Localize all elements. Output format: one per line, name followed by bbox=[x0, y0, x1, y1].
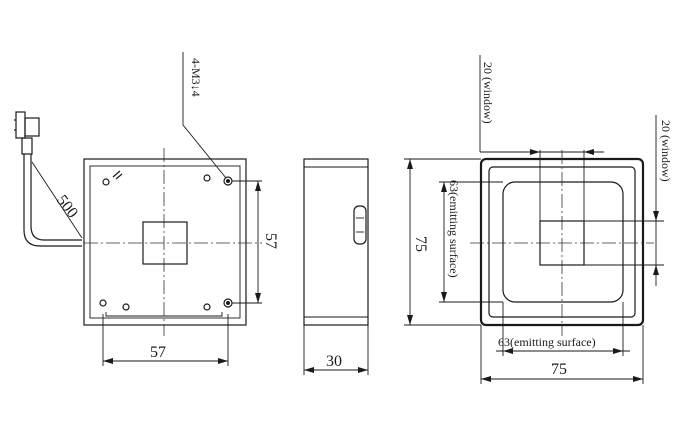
side-depth-label: 30 bbox=[326, 353, 342, 370]
front-window bbox=[142, 221, 188, 265]
emitting-window bbox=[539, 220, 585, 266]
right-height-label: 75 bbox=[412, 236, 429, 252]
side-body bbox=[303, 158, 369, 326]
cable-length-leader bbox=[31, 161, 83, 239]
hole-spec-leader bbox=[182, 52, 227, 179]
front-width-label: 57 bbox=[150, 344, 166, 361]
emit-vertical-label: 63(emitting surface) bbox=[447, 180, 461, 278]
window-right-label: 20 (window) bbox=[659, 120, 673, 182]
emitting-view: 75 63(emitting surface) 63(emitting surf… bbox=[404, 55, 673, 384]
side-view: 30 bbox=[303, 158, 369, 375]
emit-horizontal-label: 63(emitting surface) bbox=[498, 335, 596, 349]
cable bbox=[23, 154, 82, 247]
side-cable-gland bbox=[353, 205, 367, 245]
screw-holes bbox=[99, 174, 233, 311]
front-view: 500 4-M3↓4 bbox=[14, 52, 279, 366]
right-width-label: 75 bbox=[551, 361, 567, 378]
hole-spec-label: 4-M3↓4 bbox=[189, 58, 203, 97]
window-top-label: 20 (window) bbox=[481, 62, 495, 124]
emitting-surface bbox=[502, 181, 624, 303]
front-body bbox=[83, 158, 247, 326]
cable-connector bbox=[14, 111, 40, 155]
front-height-label: 57 bbox=[262, 233, 279, 249]
cable-length-label: 500 bbox=[53, 192, 81, 221]
